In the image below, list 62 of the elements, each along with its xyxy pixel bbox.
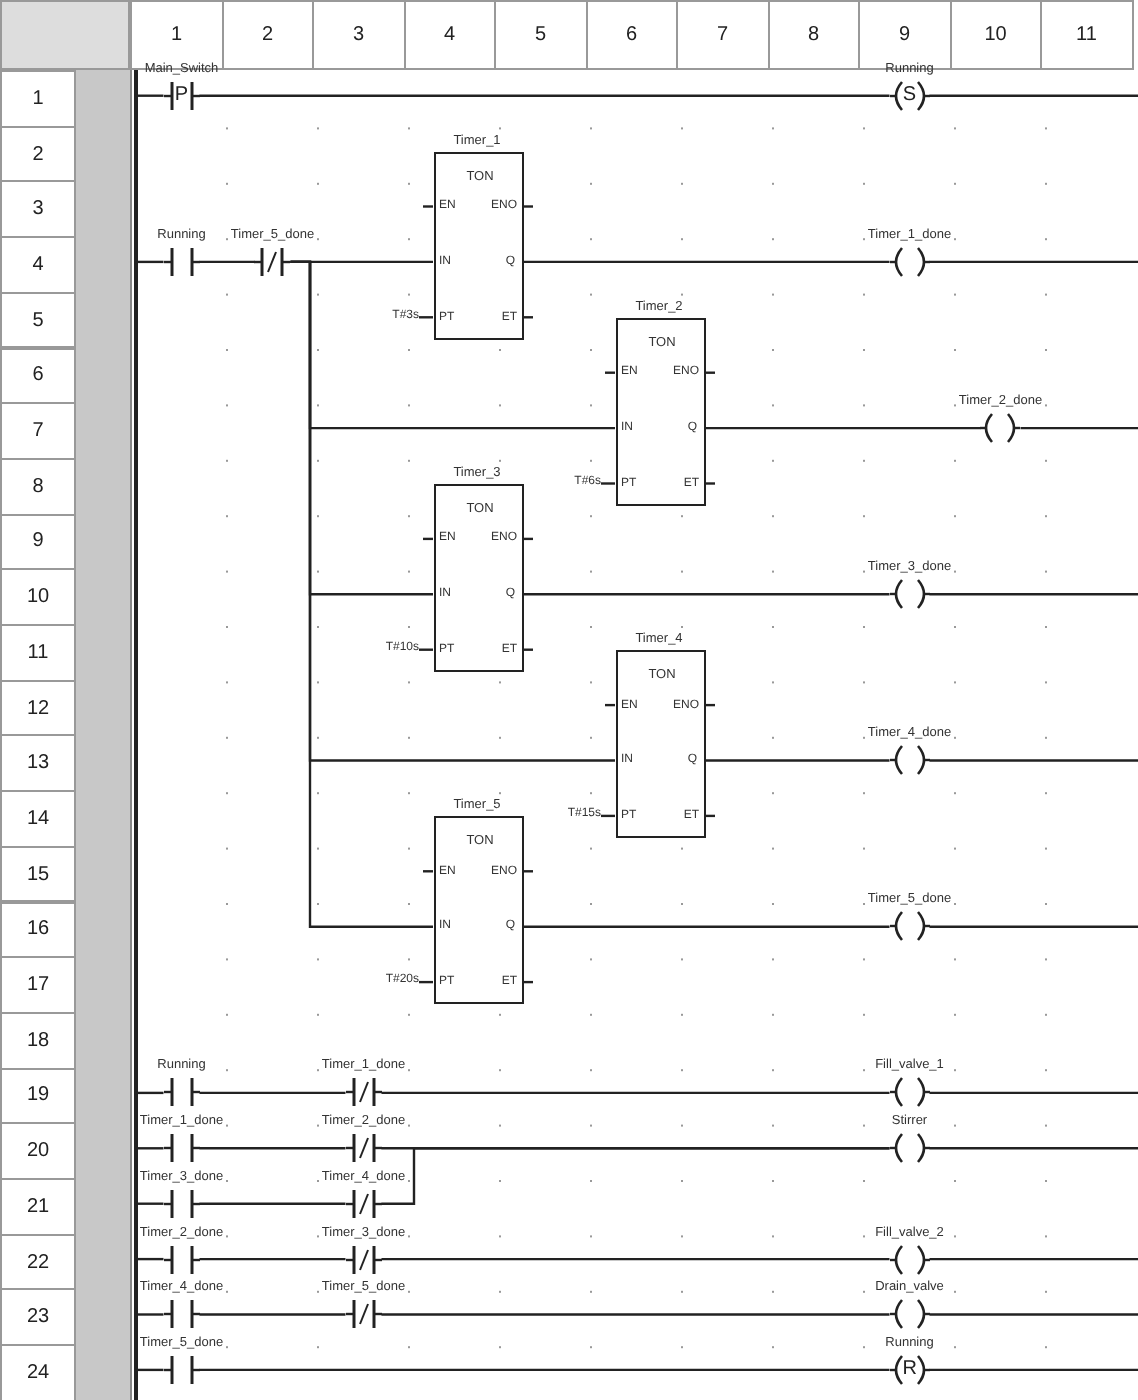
wire xyxy=(381,1147,890,1205)
column-number: 11 xyxy=(1040,0,1133,70)
wire xyxy=(138,1147,164,1150)
wire xyxy=(199,1368,890,1372)
wire xyxy=(199,1147,346,1150)
column-number: 2 xyxy=(221,0,314,70)
coil-type-letter: R xyxy=(902,1357,917,1382)
wire xyxy=(199,260,255,264)
wire xyxy=(523,260,890,264)
row-number: 12 xyxy=(0,679,76,737)
row-number: 15 xyxy=(0,845,76,903)
wire xyxy=(138,1368,164,1372)
wire xyxy=(381,1313,890,1316)
row-number: 7 xyxy=(0,402,76,460)
wire xyxy=(199,1202,346,1205)
row-number: 20 xyxy=(0,1122,76,1180)
wire xyxy=(138,1202,164,1205)
wire xyxy=(381,1257,890,1261)
row-number: 16 xyxy=(0,901,76,959)
row-number: 18 xyxy=(0,1011,76,1070)
wire xyxy=(199,1257,346,1261)
wire xyxy=(199,94,890,97)
row-number: 14 xyxy=(0,790,76,848)
row-number: 6 xyxy=(0,347,76,405)
wire xyxy=(138,1313,164,1316)
row-number: 11 xyxy=(0,624,76,682)
wire xyxy=(705,426,981,430)
column-number: 6 xyxy=(585,0,678,70)
wire xyxy=(138,94,164,97)
wire xyxy=(138,260,164,264)
column-number: 10 xyxy=(949,0,1042,70)
row-number: 17 xyxy=(0,956,76,1014)
row-number: 4 xyxy=(0,236,76,294)
row-number: 19 xyxy=(0,1067,76,1125)
row-number: 21 xyxy=(0,1178,76,1236)
column-number: 7 xyxy=(676,0,769,70)
column-number: 4 xyxy=(403,0,496,70)
row-number: 2 xyxy=(0,125,76,183)
wire xyxy=(199,1091,346,1095)
row-number: 5 xyxy=(0,291,76,349)
row-number: 22 xyxy=(0,1233,76,1291)
row-number: 8 xyxy=(0,457,76,516)
row-number: 13 xyxy=(0,734,76,793)
wire xyxy=(199,1313,346,1316)
row-number: 24 xyxy=(0,1344,76,1400)
contact-type-letter: P xyxy=(174,83,189,108)
row-number: 1 xyxy=(0,70,76,128)
wire xyxy=(705,759,890,762)
wire xyxy=(523,593,890,596)
wire xyxy=(523,925,890,928)
coil-type-letter: S xyxy=(902,83,917,108)
column-number: 8 xyxy=(767,0,860,70)
row-number: 9 xyxy=(0,513,76,571)
wire xyxy=(138,1257,164,1261)
row-number: 10 xyxy=(0,568,76,626)
row-number: 23 xyxy=(0,1288,76,1347)
wire xyxy=(138,1091,164,1095)
wire xyxy=(381,1091,890,1095)
wire xyxy=(290,260,433,928)
row-number: 3 xyxy=(0,180,76,239)
column-number: 3 xyxy=(312,0,405,70)
column-number: 5 xyxy=(494,0,587,70)
